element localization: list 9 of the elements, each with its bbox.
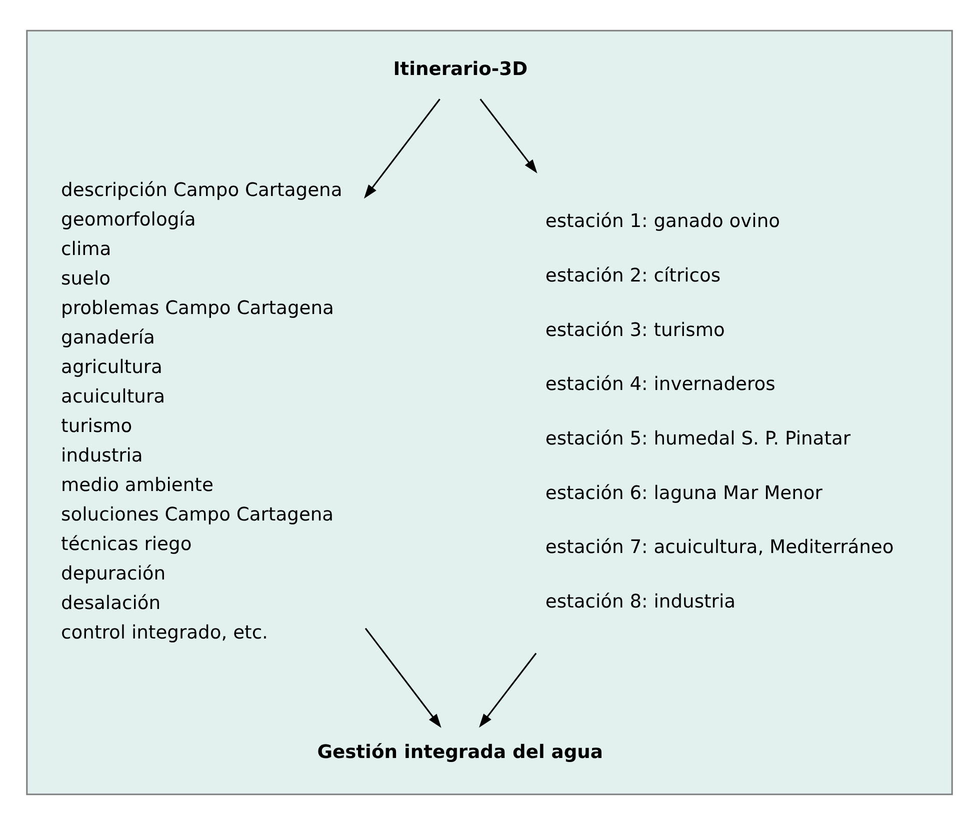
node-text: estación 1: ganado ovino estación 2: cítricos estación 3: turismo estación 4: invernaderos estación 5: humedal S. P. Pinatar estación 6: laguna Mar Menor estación 7: acuicultura, Mediterráneo estación 8: industria	[545, 211, 894, 612]
arrow	[364, 98, 440, 199]
node-text: descripción Campo Cartagena geomorfología clima suelo problemas Campo Cartagena ganadería agricultura acuicultura turismo industria medio ambiente soluciones Campo Cartagena técnicas riego depuración desalación control integrado, etc.	[61, 180, 342, 644]
node-text: Itinerario-3D	[393, 59, 528, 80]
arrow	[480, 98, 538, 174]
arrow	[364, 628, 442, 728]
cluster	[26, 30, 953, 796]
arrow	[479, 652, 537, 728]
node-text: Gestión integrada del agua	[317, 742, 604, 764]
